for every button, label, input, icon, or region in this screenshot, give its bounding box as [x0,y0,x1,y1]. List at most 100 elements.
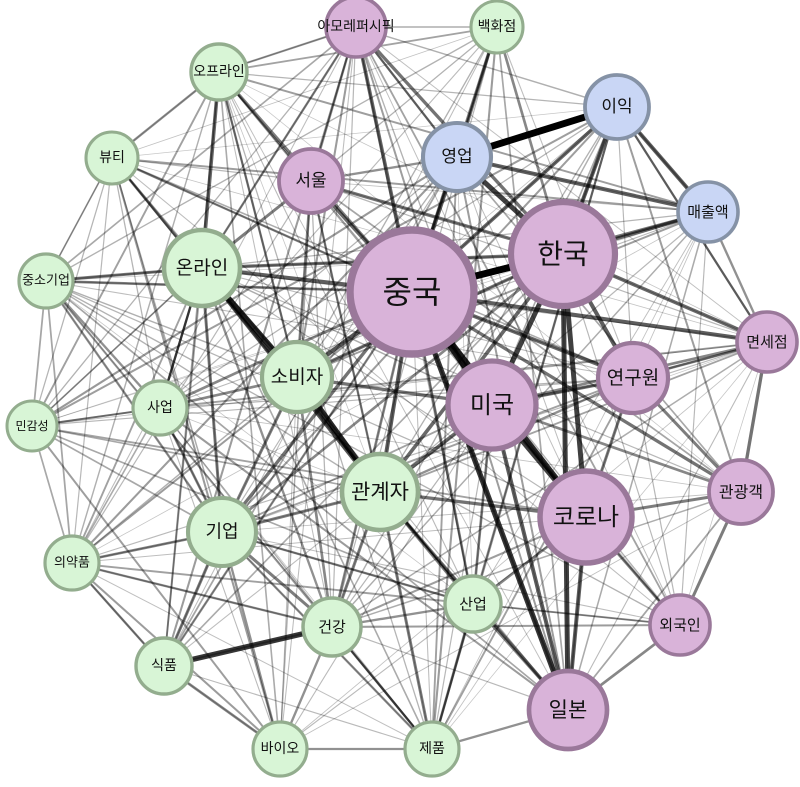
node-label: 외국인 [659,616,700,634]
node-circle [259,339,335,415]
edge-offline-food [163,71,220,667]
node-label: 사업 [147,400,173,416]
edge-sme-researcher [45,280,634,379]
edge-korea-sme [45,253,564,282]
edge-amore-health [331,26,357,628]
edge-sales-business [159,156,458,409]
node-label: 오프라인 [193,64,245,80]
edge-medicine-china [71,291,413,564]
node-label: 아모레퍼시픽 [317,19,394,35]
edge-sales-revenue [456,156,709,213]
node-label: 뷰티 [99,150,125,166]
edge-amore-sme [45,26,357,282]
edge-profit-industry [471,106,619,605]
edge-amore-food [163,26,357,667]
node-bio: 바이오 [251,720,309,778]
edge-researcher-company [221,377,634,533]
node-label: 소비자 [271,366,323,388]
edge-medicine-foreigner [71,562,681,626]
node-circle [346,226,478,358]
node-amore: 아모레퍼시픽 [317,0,395,59]
edge-china-japan [409,291,571,711]
edge-usa-japan [491,404,569,711]
edge-china-food [163,291,413,667]
node-circle [595,340,671,416]
edge-tourist-japan [567,491,742,711]
edge-china-product [411,291,433,750]
node-circle [583,73,651,141]
node-circle [339,451,421,533]
edge-profit-sensitive [31,106,618,427]
node-label: 기업 [205,522,238,543]
node-circle [131,379,189,437]
node-researcher: 연구원 [595,340,671,416]
edge-sme-foreigner [45,280,681,626]
edge-sme-official [45,280,381,493]
edge-profit-tourist [616,106,742,493]
node-industry: 산업 [443,574,503,634]
edge-sme-health [45,280,333,628]
edge-online-product [201,267,433,750]
edge-amore-online [201,26,357,269]
node-label: 바이오 [261,741,300,757]
edge-amore-dutyfree [355,26,768,343]
edge-china-foreigner [411,291,681,626]
edge-offline-tourist [218,71,742,493]
node-label: 한국 [537,238,589,271]
node-health: 건강 [301,596,363,658]
edge-offline-japan [218,71,569,711]
node-dutyfree: 면세점 [735,310,799,374]
node-food: 식품 [134,636,194,696]
edge-amore-japan [355,26,569,711]
edge-online-dutyfree [201,267,768,343]
edge-korea-foreigner [562,253,681,626]
node-label: 연구원 [607,367,659,389]
node-circle [403,720,461,778]
edge-sensitive-official [31,425,381,493]
node-label: 이익 [601,97,632,117]
edge-revenue-japan [567,211,709,711]
edge-sme-japan [45,280,569,711]
edge-amore-online [201,26,357,269]
node-circle [84,130,140,186]
edge-beauty-bio [110,157,282,750]
node-sensitive: 민감성 [5,399,59,453]
node-label: 서울 [295,171,326,191]
node-circle [43,534,101,592]
edge-researcher-product [431,377,634,750]
edge-beauty-official [111,157,381,493]
node-label: 민감성 [15,419,48,433]
edge-online-usa [201,267,493,406]
node-company: 기업 [185,495,259,569]
edge-corona-bio [279,516,587,750]
edge-department-japan [496,26,569,711]
edge-dutyfree-official [379,341,768,493]
edge-company-korea [221,252,564,534]
edge-department-sme [45,26,498,282]
edge-sales-foreigner [456,156,681,626]
node-circle [420,120,494,194]
node-circle [707,458,775,526]
edge-revenue-foreigner [679,211,709,626]
edge-seoul-revenue [310,180,709,213]
node-business: 사업 [131,379,189,437]
node-label: 중소기업 [22,274,70,289]
node-label: 일본 [549,698,588,722]
edge-consumer-bio [279,376,298,750]
edge-seoul-tourist [310,180,742,493]
node-circle [507,198,619,310]
edge-dutyfree-japan [567,341,768,711]
edge-dutyfree-health [331,341,768,628]
node-usa: 미국 [445,358,539,452]
edge-sensitive-bio [31,425,281,750]
node-profit: 이익 [583,73,651,141]
edge-offline-consumer [218,71,298,378]
edge-business-tourist [159,407,742,493]
edge-sme-medicine [45,280,73,564]
edge-online-company [201,267,223,533]
node-label: 식품 [151,658,177,674]
node-sales: 영업 [420,120,494,194]
edge-seoul-official [310,180,381,493]
